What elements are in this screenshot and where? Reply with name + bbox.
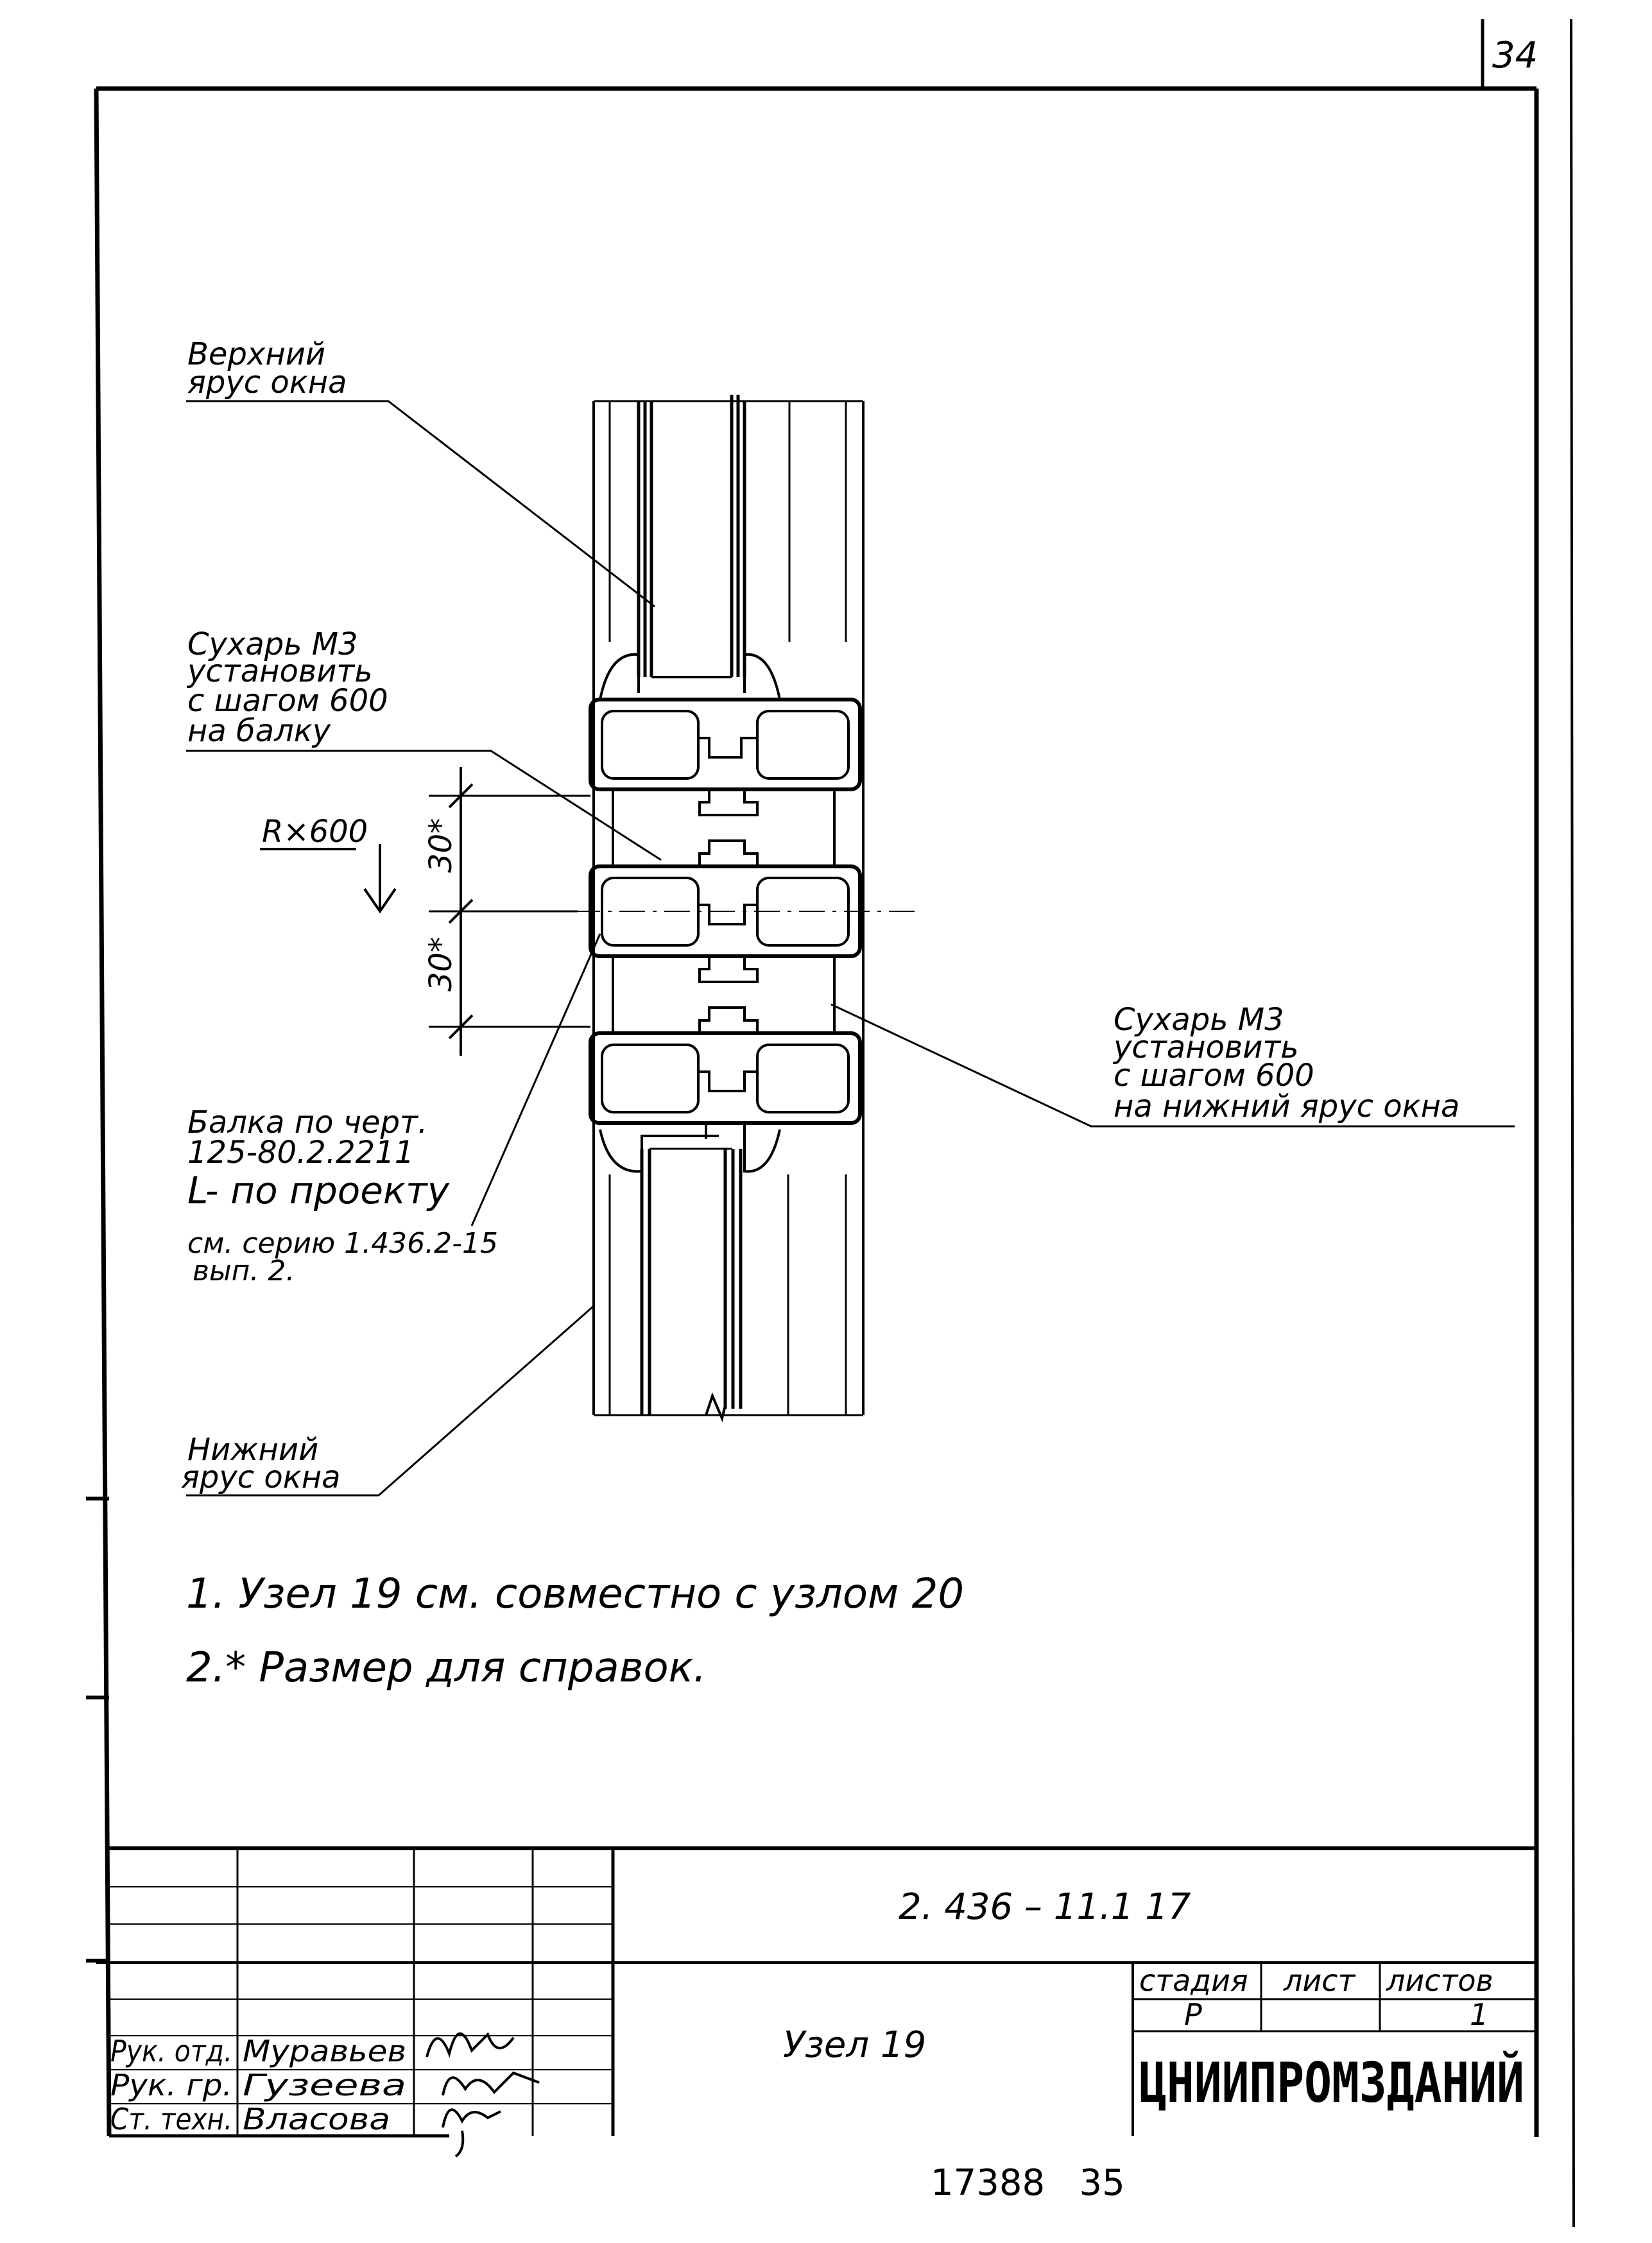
role-2: Рук. гр. — [110, 2068, 232, 2102]
label-spacer-lower-line1: Сухарь М3 — [1114, 1002, 1284, 1038]
note-2: 2.* Размер для справок. — [186, 1644, 707, 1692]
beam-profile-top — [589, 698, 862, 816]
dimension-30-top: 30* — [423, 818, 459, 873]
document-code: 2. 436 – 11.1 17 — [899, 1886, 1191, 1928]
name-3: Власова — [243, 2102, 390, 2136]
role-1: Рук. отд. — [110, 2034, 232, 2068]
leader-lines — [186, 400, 1515, 1497]
label-spacer-beam: Сухарь М3 установить с шагом 600 на балк… — [186, 626, 388, 749]
label-upper-tier: Верхний ярус окна — [187, 336, 347, 400]
label-spacer-lower-line4: на нижний ярус окна — [1114, 1088, 1459, 1124]
dimension-lines — [260, 767, 590, 1056]
label-lower-tier: Нижний ярус окна — [181, 1432, 341, 1495]
organization-name: ЦНИИПРОМЗДАНИЙ — [1139, 2050, 1524, 2115]
label-spacer-beam-line1: Сухарь М3 — [187, 626, 358, 662]
stage-header: стадия — [1139, 1963, 1248, 1998]
upper-window-tier — [599, 395, 847, 700]
sheets-header: листов — [1386, 1963, 1493, 1998]
beam-profile-bottom — [589, 1006, 862, 1139]
label-spacer-lower: Сухарь М3 установить с шагом 600 на нижн… — [1112, 1002, 1459, 1124]
name-1: Муравьев — [243, 2034, 406, 2068]
role-3: Ст. техн. — [110, 2102, 232, 2136]
dimension-30-bottom: 30* — [423, 937, 459, 992]
label-upper-tier-line2: ярус окна — [187, 365, 347, 400]
label-beam-ref-line2: вып. 2. — [193, 1255, 295, 1287]
notes: 1. Узел 19 см. совместно с узлом 20 2.* … — [186, 1570, 964, 1692]
label-spacer-lower-line2: установить — [1112, 1029, 1299, 1065]
label-beam-line2: 125-80.2.2211 — [187, 1135, 414, 1171]
label-spacer-lower-line3: с шагом 600 — [1114, 1058, 1314, 1094]
sheets-value: 1 — [1470, 1997, 1488, 2032]
stage-value: Р — [1184, 1997, 1202, 2032]
label-beam-line1: Балка по черт. — [187, 1104, 427, 1140]
spacer-blocks — [612, 789, 836, 1033]
label-beam: Балка по черт. 125-80.2.2211 L- по проек… — [187, 1104, 498, 1287]
label-lower-tier-line2: ярус окна — [181, 1459, 341, 1495]
label-upper-tier-line1: Верхний — [187, 336, 325, 372]
label-spacer-beam-line3: с шагом 600 — [187, 683, 388, 719]
label-spacer-beam-line4: на балку — [187, 713, 331, 749]
name-2: Гузеева — [243, 2068, 406, 2102]
bottom-number: 17388 35 — [931, 2162, 1125, 2204]
label-beam-ref-line1: см. серию 1.436.2-15 — [187, 1227, 498, 1260]
signatures — [426, 2032, 540, 2158]
dimension-r-label: R×600 — [262, 814, 368, 850]
lower-window-tier — [599, 1129, 847, 1423]
note-1: 1. Узел 19 см. совместно с узлом 20 — [186, 1570, 964, 1618]
label-beam-line3: L- по проекту — [187, 1169, 450, 1212]
section-drawing — [574, 395, 921, 1423]
sheet-header: лист — [1283, 1963, 1356, 1998]
drawing-title: Узел 19 — [783, 2024, 926, 2066]
label-lower-tier-line1: Нижний — [187, 1432, 318, 1468]
sheet-frame — [86, 19, 1575, 2228]
page-number: 34 — [1492, 35, 1538, 76]
label-spacer-beam-line2: установить — [186, 653, 373, 689]
title-block — [96, 1846, 1536, 2136]
